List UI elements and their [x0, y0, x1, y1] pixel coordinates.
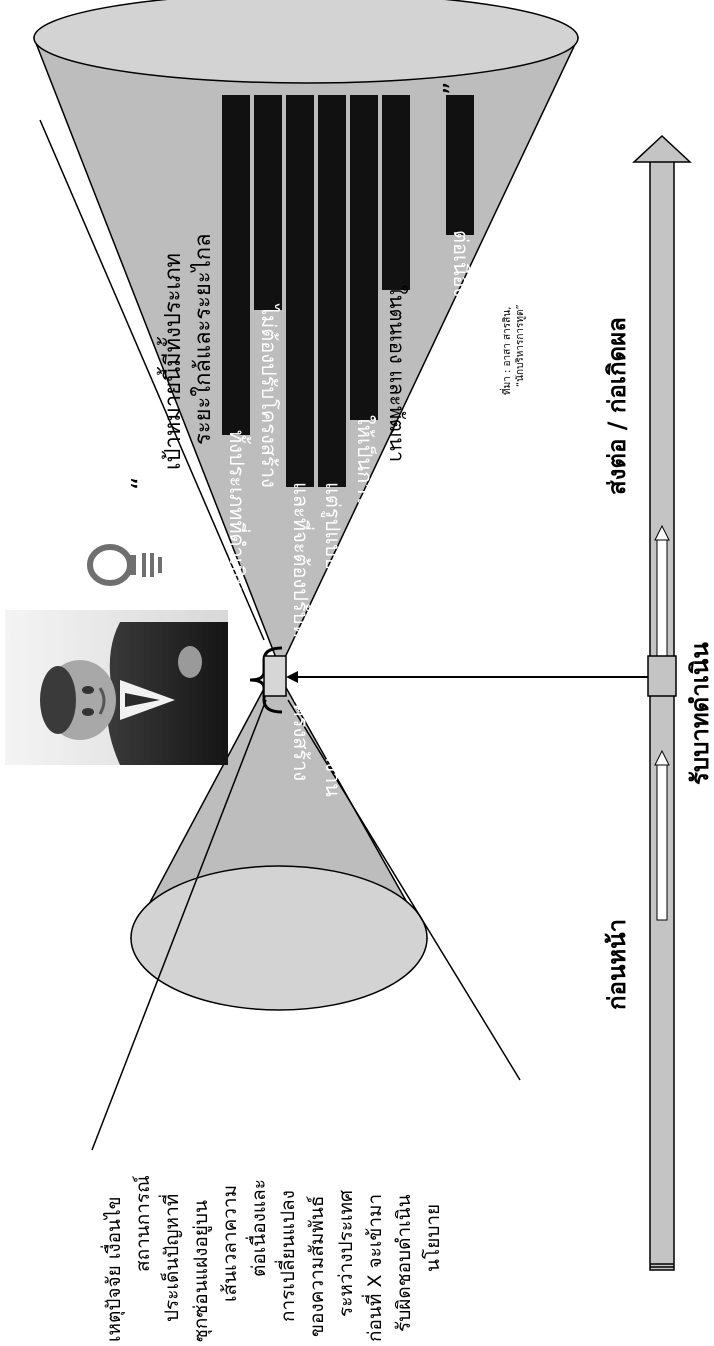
context-line: การเปลี่ยนแปลง — [274, 1190, 299, 1322]
context-line: ก่อนที่ X จะเข้ามา — [361, 1194, 386, 1342]
highlight-box — [286, 95, 314, 487]
funnel-line-upper-left — [39, 119, 265, 641]
curly-brace — [249, 646, 283, 714]
funnel-line-lower-right — [287, 699, 521, 1081]
context-line: ต่อเนื่องและ — [245, 1179, 270, 1277]
context-line: เส้นเวลาความ — [219, 1185, 241, 1302]
inner-arrow-upper — [654, 524, 670, 671]
lower-cone-rim — [130, 865, 428, 1011]
timeline-bar — [632, 134, 692, 1271]
lightbulb-icon — [87, 544, 162, 586]
highlight-box — [318, 95, 346, 487]
highlight-box-group — [222, 95, 474, 487]
timeline-label-after: ส่งต่อ / ก่อเกิดผล — [603, 317, 631, 495]
source-note: ที่มา : อาสา สารสิน, “นักบริหารการทูต” — [499, 304, 526, 395]
focus-node — [263, 655, 287, 697]
timeline-arrow-head — [632, 134, 692, 163]
highlight-text-group: ทั้งประเภทที่ดำเนินการได้โดย ไม่ต้องปรับ… — [225, 230, 475, 797]
highlight-line: และที่จะต้องปรับหรือวางโครงสร้าง — [289, 482, 315, 781]
highlight-line: ในตนเอง และพัฒนา — [385, 285, 409, 462]
funnel-line-lower-left — [91, 699, 267, 1151]
context-text-block: เหตุปัจจัย เงื่อนไข สถานการณ์ ประเด็นปัญ… — [100, 1175, 444, 1342]
highlight-box — [446, 95, 474, 235]
highlight-line: แต่รูปแบบของงานสามารถปฏิบัติงาน — [320, 482, 345, 797]
highlight-line: ให้เป็นการดำเนินการที่มีพลวัต — [353, 415, 379, 674]
context-line: ซุกซ่อนแฝงอยู่บน — [190, 1200, 213, 1342]
highlight-box — [254, 95, 282, 310]
portrait-photo — [5, 610, 228, 765]
quote-close-mark: ” — [439, 82, 469, 95]
context-line: สถานการณ์ — [132, 1175, 154, 1272]
highlight-line: ต่อเนื่องได้ — [449, 230, 475, 320]
source-note-line: “นักบริหารการทูต” — [515, 304, 526, 387]
timeline-label-current: รับบาทดำเนิน — [686, 642, 714, 785]
context-line: ระหว่างประเทศ — [335, 1190, 357, 1317]
highlight-line: ทั้งประเภทที่ดำเนินการได้โดย — [225, 430, 251, 685]
quote-block: “ เป้าหมายนี้มีทั้งประเภท ระยะใกล้และระย… — [127, 82, 526, 798]
quote-line: เป้าหมายนี้มีทั้งประเภท — [157, 253, 186, 470]
context-line: ประเด็นปัญหาที่ — [158, 1194, 183, 1322]
context-line: เหตุปัจจัย เงื่อนไข — [100, 1196, 126, 1342]
context-line: นโยบาย — [421, 1204, 444, 1272]
quote-line: ระยะใกล้และระยะไกล — [190, 233, 216, 445]
source-note-line: ที่มา : อาสา สารสิน, — [499, 307, 513, 395]
highlight-box — [350, 95, 378, 420]
highlight-box — [222, 95, 250, 435]
context-line: ของความสัมพันธ์ — [306, 1196, 328, 1337]
highlight-box — [382, 95, 410, 290]
inner-arrow-lower — [654, 749, 670, 921]
connector-arrow-head — [286, 671, 298, 683]
timeline-label-before: ก่อนหน้า — [603, 919, 631, 1010]
highlight-line: ไม่ต้องปรับโครงสร้าง — [257, 303, 281, 488]
upper-cone-rim — [33, 0, 579, 84]
timeline-node — [647, 655, 677, 697]
quote-open-mark: “ — [127, 477, 157, 490]
context-line: รับผิดชอบดำเนิน — [393, 1194, 415, 1332]
